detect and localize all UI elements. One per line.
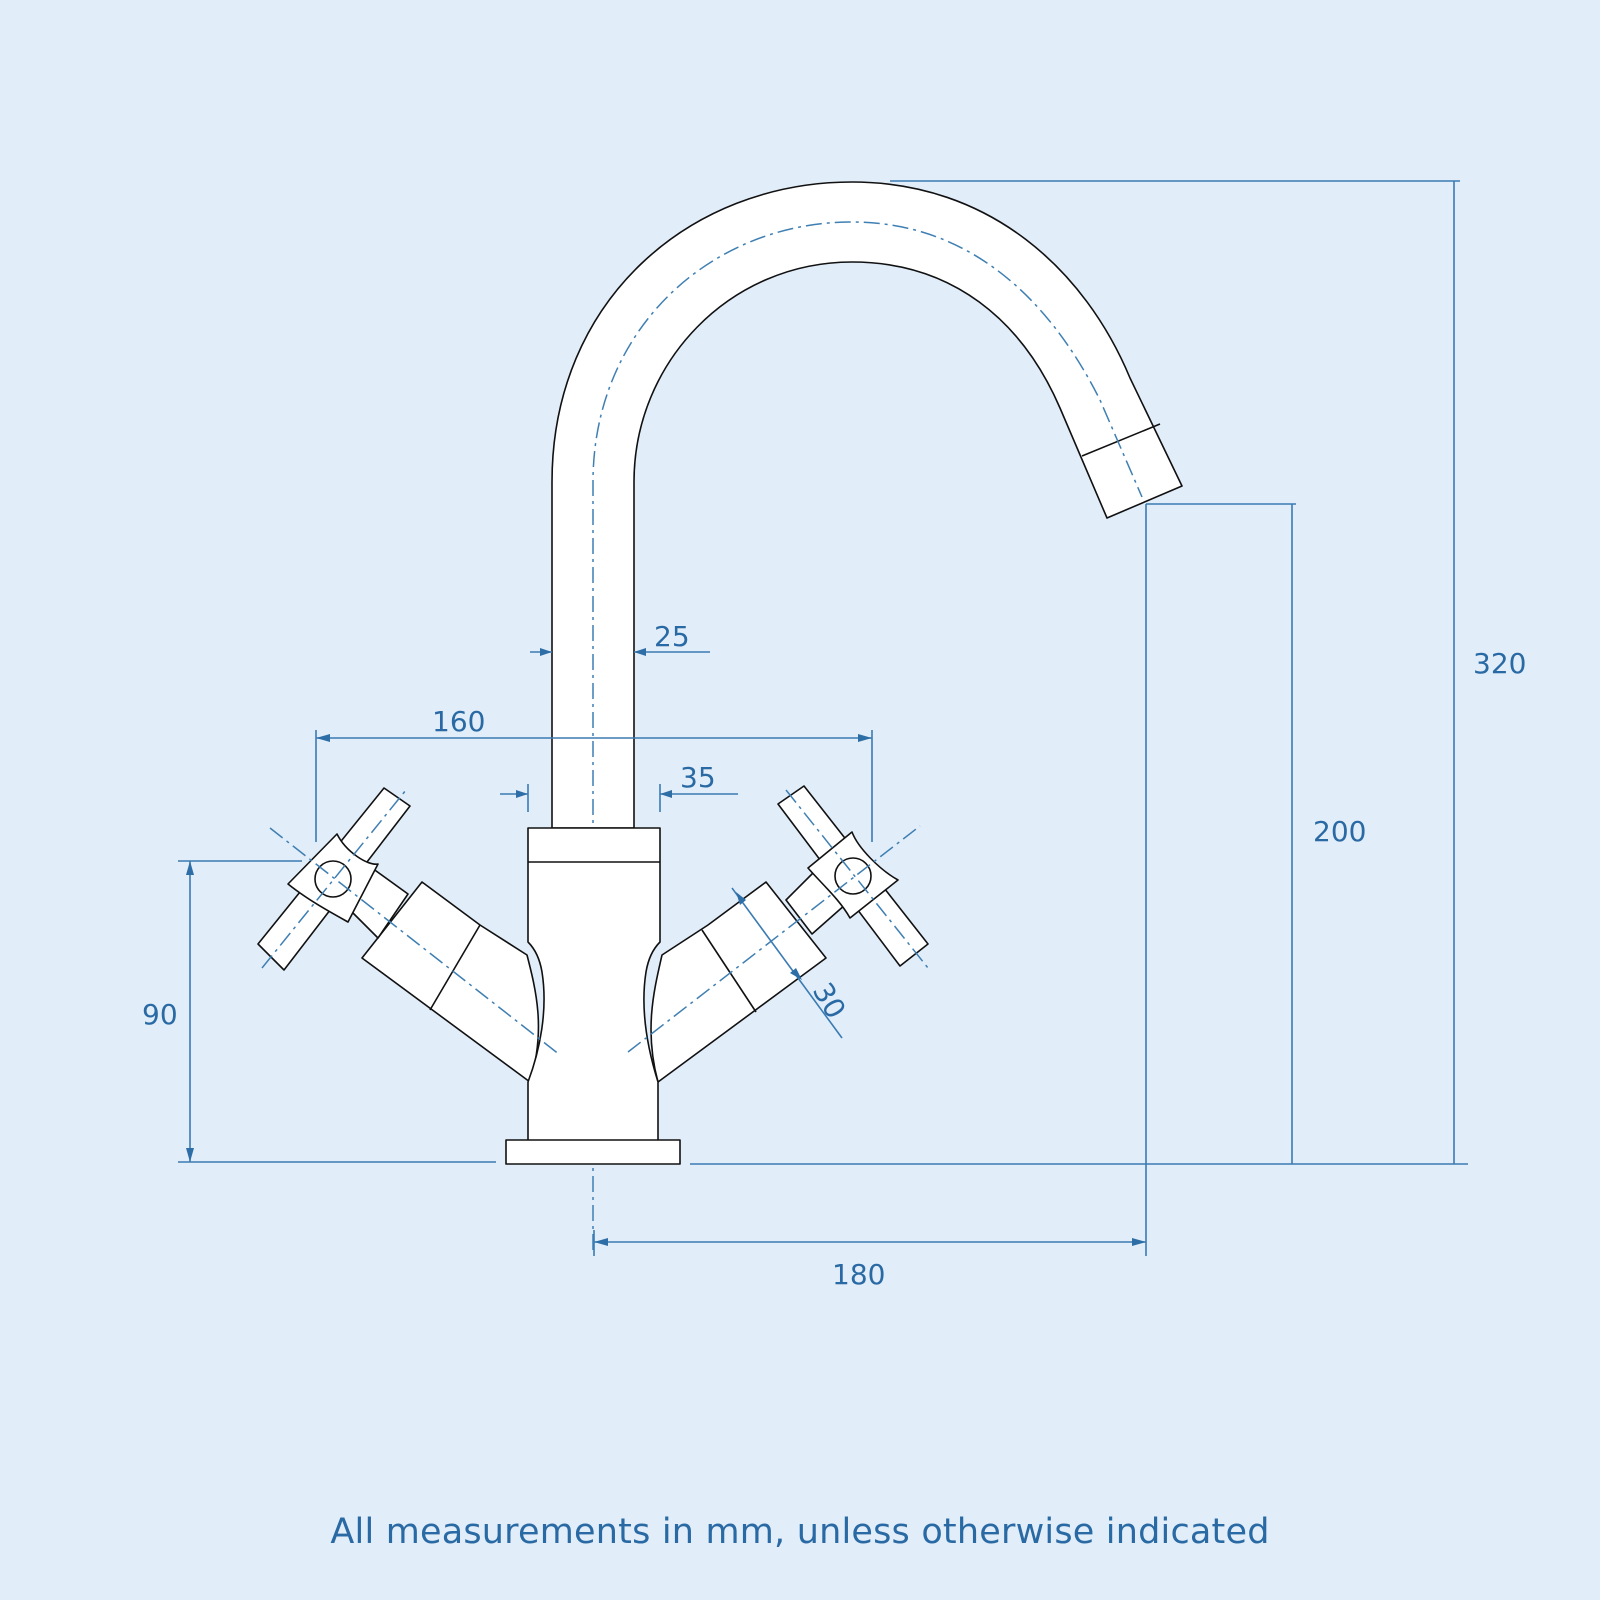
measurement-caption: All measurements in mm, unless otherwise… xyxy=(330,1512,1270,1552)
dim-label-base-diameter: 35 xyxy=(680,761,716,794)
base-plate xyxy=(505,1139,681,1165)
left-valve-body xyxy=(361,881,540,1083)
dimension-lines xyxy=(178,180,1468,1256)
dim-label-spout-reach: 180 xyxy=(832,1258,885,1291)
spout-centerline xyxy=(592,221,1143,1250)
dim-label-spout-diameter: 25 xyxy=(654,620,690,653)
main-body xyxy=(527,827,661,1143)
spout-tube xyxy=(551,181,1183,829)
tap-body xyxy=(257,181,1183,1250)
dim-label-handle-span: 160 xyxy=(432,705,485,738)
dim-label-handle-body-diameter: 30 xyxy=(806,977,852,1024)
dim-label-outlet-height: 200 xyxy=(1313,815,1366,848)
dim-label-handle-height: 90 xyxy=(142,998,178,1031)
dim-label-overall-height: 320 xyxy=(1473,647,1526,680)
